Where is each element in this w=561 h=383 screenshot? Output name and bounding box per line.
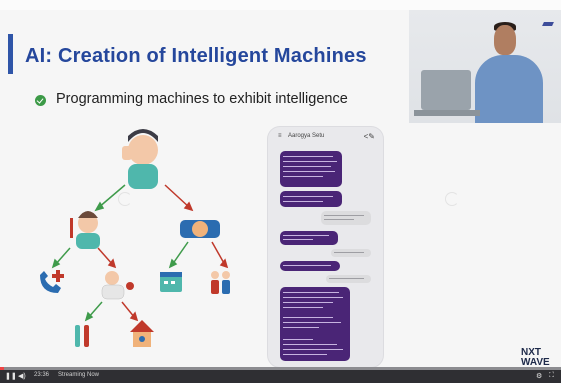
wall-logo [542,22,554,26]
chat-message [331,249,371,257]
chat-message [321,211,371,225]
phone-chat-mockup: ≡ Aarogya Setu <✎ [268,127,383,367]
laptop-icon [421,70,471,110]
slide-bullet: Programming machines to exhibit intellig… [56,91,348,107]
nxtwave-logo: NXT WAVE [521,348,550,368]
video-progress-fill [0,367,4,370]
chat-message [280,231,338,245]
video-player-bar: ❚❚ ◀) 23:36 Streaming Now ⚙ ⛶ [0,370,561,383]
arrow-right-red [164,184,194,212]
webcam-feed [409,10,561,123]
house-icon [130,320,154,347]
settings-icon[interactable]: ⚙ [536,373,543,380]
brand-line2: WAVE [521,357,550,368]
family-icon [211,271,230,294]
slide-title: AI: Creation of Intelligent Machines [25,45,367,67]
chat-app-title: Aarogya Setu [288,133,325,139]
menu-icon: ≡ [278,133,282,139]
chat-message [280,261,340,271]
arrow-r-r [211,241,229,269]
arrow-l-r [97,247,117,269]
volume-icon[interactable]: ◀) [18,373,26,380]
chat-message [280,191,342,207]
arrow-m-r [121,301,139,322]
chat-message [280,287,350,361]
laptop-base [414,110,480,116]
presenter-head [494,25,516,55]
test-tubes-icon [75,325,89,347]
replay-icon [445,192,459,206]
title-accent-bar [8,34,13,74]
stream-status: Streaming Now [58,372,100,378]
doctor-patient-icon [101,271,134,300]
chat-message [280,151,342,187]
top-strip [0,0,561,10]
arrow-r-l [168,241,189,269]
chat-header: ≡ Aarogya Setu [278,133,324,139]
replay-icon [118,192,132,206]
calendar-icon [160,272,182,292]
arrow-l-l [51,247,71,269]
video-time: 23:36 [34,372,50,378]
doctor-thermometer-icon [70,211,100,249]
person-thinking-icon [122,129,158,189]
fullscreen-icon[interactable]: ⛶ [549,372,554,379]
pause-icon[interactable]: ❚❚ [5,373,17,380]
handshake-icon [180,220,220,238]
check-bullet-icon [35,95,46,106]
brand-line1: NXT [521,347,541,358]
phone-plus-icon [40,270,64,293]
decision-tree-diagram [40,129,230,347]
arrow-m-l [84,301,103,322]
share-icon: <✎ [363,132,375,141]
video-progress-bar[interactable] [0,367,561,370]
presenter-body [475,55,543,123]
chat-message [326,275,371,283]
arrow-left-green [94,184,126,212]
